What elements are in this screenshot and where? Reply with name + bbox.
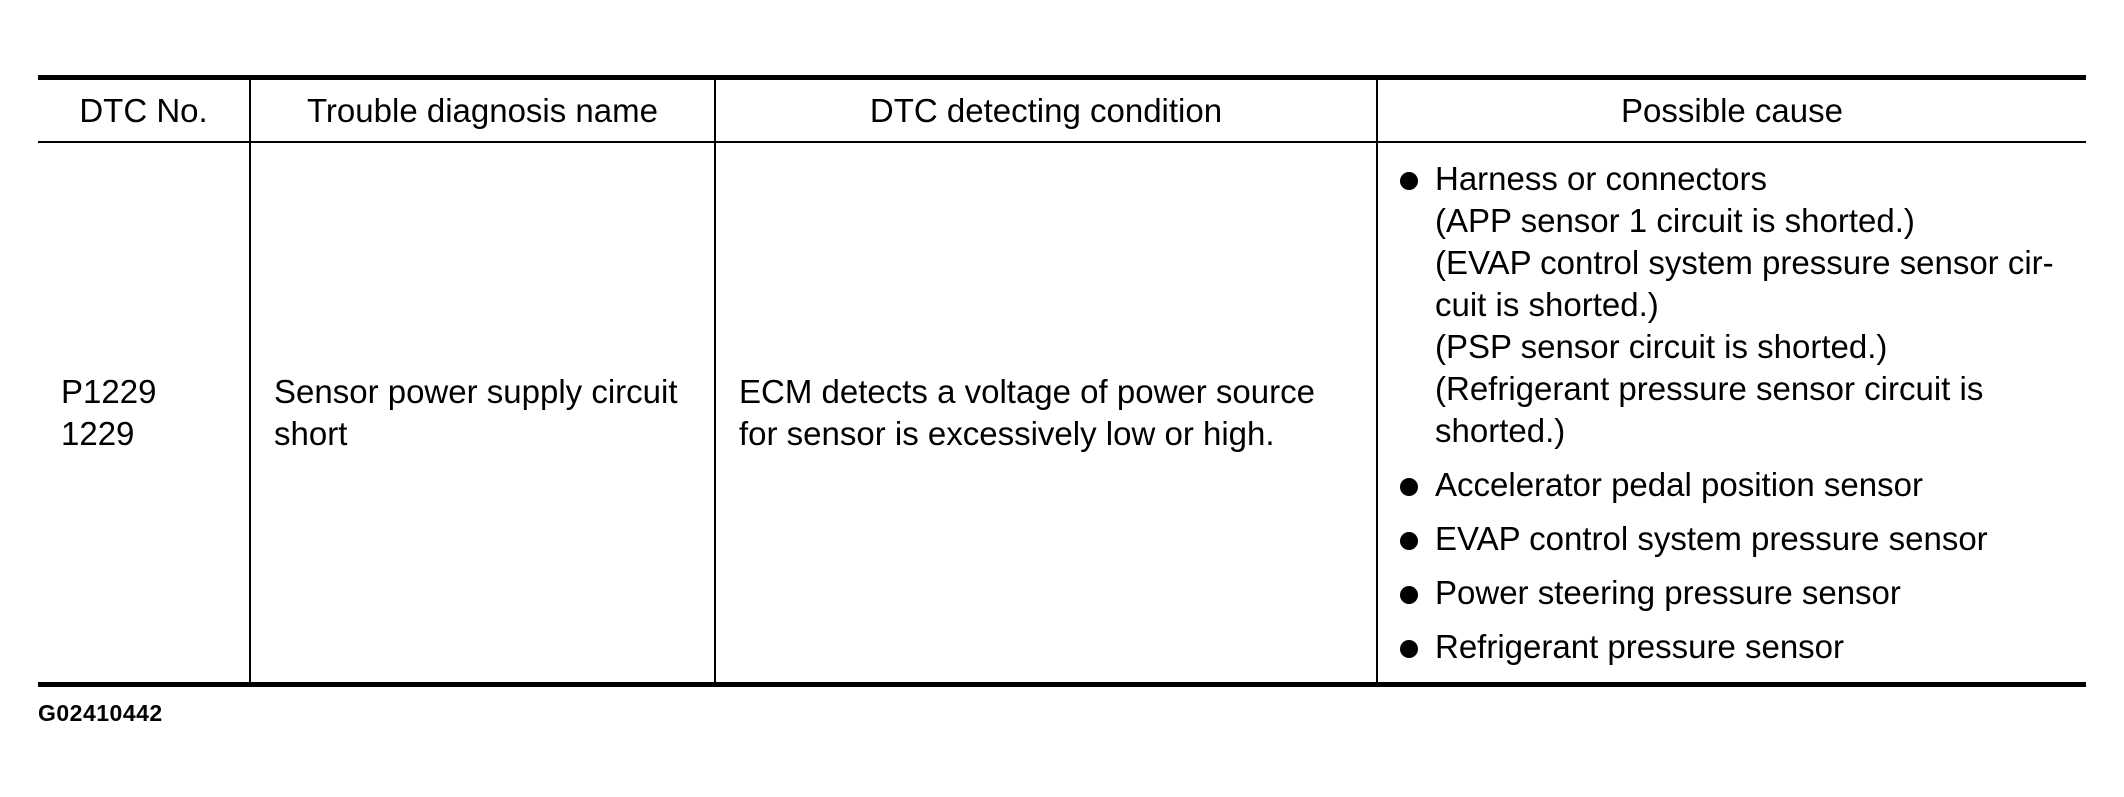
condition-line: for sensor is excessively low or high.	[739, 414, 1275, 452]
diagnosis-name-cell: Sensor power supply circuit short	[249, 142, 715, 685]
condition-line: ECM detects a voltage of power source	[739, 372, 1315, 410]
cause-line: shorted.)	[1435, 411, 1566, 449]
header-possible-cause: Possible cause	[1376, 77, 2086, 142]
header-row: DTC No. Trouble diagnosis name DTC detec…	[38, 77, 2086, 142]
cause-item-refrigerant-sensor: Refrigerant pressure sensor	[1378, 626, 2076, 668]
possible-cause-list: Harness or connectors (APP sensor 1 circ…	[1378, 158, 2076, 668]
diagnosis-name-line: short	[274, 414, 348, 452]
table-header: DTC No. Trouble diagnosis name DTC detec…	[38, 77, 2086, 142]
dtc-code-short: 1229	[61, 414, 135, 452]
header-dtc-no: DTC No.	[79, 91, 208, 129]
bullet-dot-icon	[1400, 585, 1418, 604]
cause-line: (EVAP control system pressure sensor cir…	[1435, 243, 2054, 281]
cause-line: (APP sensor 1 circuit is shorted.)	[1435, 201, 1915, 239]
cause-item-app-sensor: Accelerator pedal position sensor	[1378, 464, 2076, 506]
bullet-dot-icon	[1400, 639, 1418, 658]
dtc-no-cell: P1229 1229	[38, 142, 250, 685]
cause-item-evap-sensor: EVAP control system pressure sensor	[1378, 518, 2076, 560]
dtc-code: P1229	[61, 372, 157, 410]
diagnosis-name-line: Sensor power supply circuit	[274, 372, 678, 410]
bullet-dot-icon	[1400, 531, 1418, 550]
dtc-table: DTC No. Trouble diagnosis name DTC detec…	[38, 75, 2086, 687]
cause-line: EVAP control system pressure sensor	[1435, 519, 1988, 557]
cause-line: Refrigerant pressure sensor	[1435, 627, 1845, 665]
header-trouble-diagnosis-name: Trouble diagnosis name	[249, 77, 715, 142]
cause-line: cuit is shorted.)	[1435, 285, 1659, 323]
table-body: P1229 1229 Sensor power supply circuit s…	[38, 142, 2086, 685]
header-detecting-condition: DTC detecting condition	[714, 77, 1377, 142]
bullet-dot-icon	[1400, 171, 1418, 190]
figure-id: G02410442	[38, 700, 163, 726]
cause-item-harness: Harness or connectors (APP sensor 1 circ…	[1378, 158, 2076, 452]
cause-line: (PSP sensor circuit is shorted.)	[1435, 327, 1888, 365]
bullet-dot-icon	[1400, 477, 1418, 496]
cause-line: Accelerator pedal position sensor	[1435, 465, 1923, 503]
cause-item-psp-sensor: Power steering pressure sensor	[1378, 572, 2076, 614]
cause-line: Power steering pressure sensor	[1435, 573, 1901, 611]
possible-cause-cell: Harness or connectors (APP sensor 1 circ…	[1376, 142, 2086, 685]
cause-line: Harness or connectors	[1435, 159, 1767, 197]
detecting-condition-cell: ECM detects a voltage of power source fo…	[714, 142, 1377, 685]
table-row: P1229 1229 Sensor power supply circuit s…	[38, 142, 2086, 685]
cause-line: (Refrigerant pressure sensor circuit is	[1435, 369, 1984, 407]
